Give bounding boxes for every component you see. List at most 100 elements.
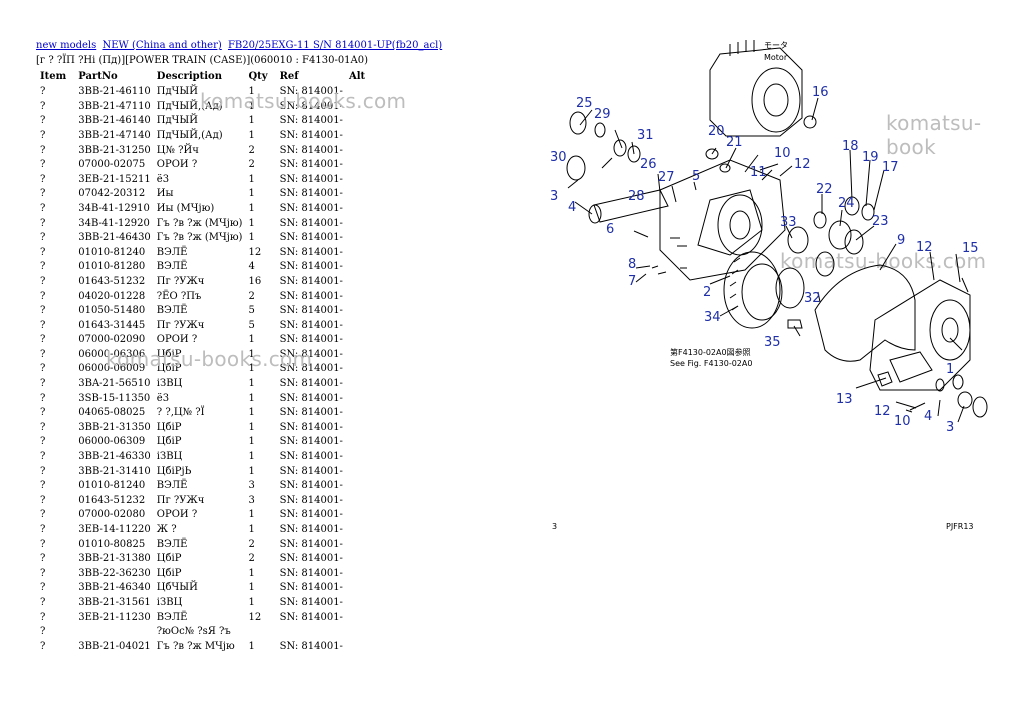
cell-description: ? ?,Ц№ ?Ї bbox=[156, 407, 205, 419]
callout-4: 4 bbox=[568, 200, 576, 215]
callout-23: 23 bbox=[872, 214, 889, 229]
cell-ref: SN: 814001- bbox=[279, 553, 343, 565]
cell-description: ПдЧЫЙ bbox=[156, 115, 198, 127]
cell-qty: 1 bbox=[248, 451, 255, 463]
cell-ref: SN: 814001- bbox=[279, 261, 343, 273]
cell-item: ? bbox=[40, 232, 46, 244]
cell-ref: SN: 814001- bbox=[279, 611, 343, 623]
cell-partno: 3BB-21-47110 bbox=[78, 100, 151, 112]
cell-qty: 1 bbox=[248, 421, 255, 433]
cell-item: ? bbox=[40, 188, 46, 200]
cell-qty: 2 bbox=[248, 538, 255, 550]
cell-item: ? bbox=[40, 305, 46, 317]
cell-ref: SN: 814001- bbox=[279, 86, 343, 98]
cell-qty: 3 bbox=[248, 494, 255, 506]
cell-item: ? bbox=[40, 290, 46, 302]
cell-item: ? bbox=[40, 640, 46, 652]
cell-partno: 34B-41-12920 bbox=[78, 217, 150, 229]
cell-ref bbox=[276, 625, 345, 640]
cell-description: ЦбіР bbox=[156, 553, 182, 565]
cell-description: ОРОИ ? bbox=[156, 509, 198, 521]
callout-7: 7 bbox=[628, 274, 636, 289]
see-fig-jp: 第F4130-02A0図参照 bbox=[670, 347, 751, 357]
cell-qty: 3 bbox=[248, 480, 255, 492]
callout-1: 1 bbox=[946, 362, 954, 377]
breadcrumb-link-new-models[interactable]: new models bbox=[36, 40, 97, 51]
cell-ref: SN: 814001- bbox=[279, 363, 343, 375]
cell-ref: SN: 814001- bbox=[279, 144, 343, 156]
cell-qty: 1 bbox=[248, 509, 255, 521]
breadcrumb-link-model[interactable]: FB20/25EXG-11 S/N 814001-UP(fb20_acl) bbox=[227, 40, 443, 51]
cell-partno: 3BB-21-31380 bbox=[78, 553, 151, 565]
cell-ref: SN: 814001- bbox=[279, 465, 343, 477]
callout-29: 29 bbox=[594, 107, 611, 122]
cell-item: ? bbox=[40, 159, 46, 171]
cell-partno: 34B-41-12910 bbox=[78, 202, 150, 214]
cell-partno: 3BA-21-56510 bbox=[78, 378, 151, 390]
cell-partno: 3BB-21-46430 bbox=[78, 232, 151, 244]
motor-label-jp: モータ bbox=[764, 41, 788, 50]
cell-ref: SN: 814001- bbox=[279, 378, 343, 390]
cell-description: ВЭЛЁ bbox=[156, 305, 188, 317]
cell-item: ? bbox=[40, 436, 46, 448]
callout-21: 21 bbox=[726, 135, 743, 150]
cell-qty: 1 bbox=[248, 202, 255, 214]
cell-item: ? bbox=[40, 348, 46, 360]
header-qty: Qty bbox=[248, 70, 268, 82]
cell-ref: SN: 814001- bbox=[279, 319, 343, 331]
cell-description: Иы bbox=[156, 188, 174, 200]
cell-description: Ж ? bbox=[156, 524, 177, 535]
cell-description: ВЭЛЁ bbox=[156, 538, 188, 550]
cell-description: Пг ?УЖч bbox=[156, 319, 205, 331]
cell-ref: SN: 814001- bbox=[279, 100, 343, 112]
header-description: Description bbox=[156, 70, 222, 82]
cell-qty: 1 bbox=[248, 188, 255, 200]
cell-description: ОРОИ ? bbox=[156, 159, 198, 171]
cell-description: Гъ ?в ?ж МЧјю bbox=[156, 640, 235, 652]
cell-qty: 1 bbox=[248, 217, 255, 229]
cell-ref: SN: 814001- bbox=[279, 524, 343, 535]
cell-item: ? bbox=[40, 246, 46, 258]
cell-qty: 1 bbox=[248, 407, 255, 419]
cell-description: Пг ?УЖч bbox=[156, 494, 205, 506]
callout-2: 2 bbox=[703, 285, 711, 300]
cell-item: ? bbox=[40, 582, 46, 594]
cell-description: ё3 bbox=[156, 392, 170, 404]
cell-item: ? bbox=[40, 115, 46, 127]
breadcrumb-link-new-china[interactable]: NEW (China and other) bbox=[102, 40, 222, 51]
cell-qty: 1 bbox=[248, 524, 255, 535]
callout-31: 31 bbox=[637, 128, 654, 143]
cell-qty: 1 bbox=[248, 129, 255, 141]
cell-partno: 07000-02075 bbox=[78, 159, 146, 171]
cell-qty: 1 bbox=[248, 640, 255, 652]
callout-35: 35 bbox=[764, 335, 781, 350]
callout-9: 9 bbox=[897, 233, 905, 248]
callout-24: 24 bbox=[838, 196, 855, 211]
cell-partno: 04020-01228 bbox=[78, 290, 146, 302]
callout-12: 12 bbox=[794, 157, 811, 172]
cell-item: ? bbox=[40, 217, 46, 229]
cell-ref: SN: 814001- bbox=[279, 334, 343, 346]
callout-33: 33 bbox=[780, 215, 797, 230]
cell-qty: 1 bbox=[248, 392, 255, 404]
callout-10: 10 bbox=[774, 146, 791, 161]
cell-partno: 3BB-21-04021 bbox=[78, 640, 151, 652]
cell-partno: 01050-51480 bbox=[78, 305, 146, 317]
cell-partno: 3BB-22-36230 bbox=[78, 567, 151, 579]
cell-description: іЗВЦ bbox=[156, 596, 183, 608]
cell-item: ? bbox=[40, 465, 46, 477]
header-partno: PartNo bbox=[78, 70, 118, 82]
cell-qty bbox=[244, 625, 275, 640]
cell-ref: SN: 814001- bbox=[279, 436, 343, 448]
cell-partno: 3BB-21-31350 bbox=[78, 421, 151, 433]
cell-ref: SN: 814001- bbox=[279, 421, 343, 433]
